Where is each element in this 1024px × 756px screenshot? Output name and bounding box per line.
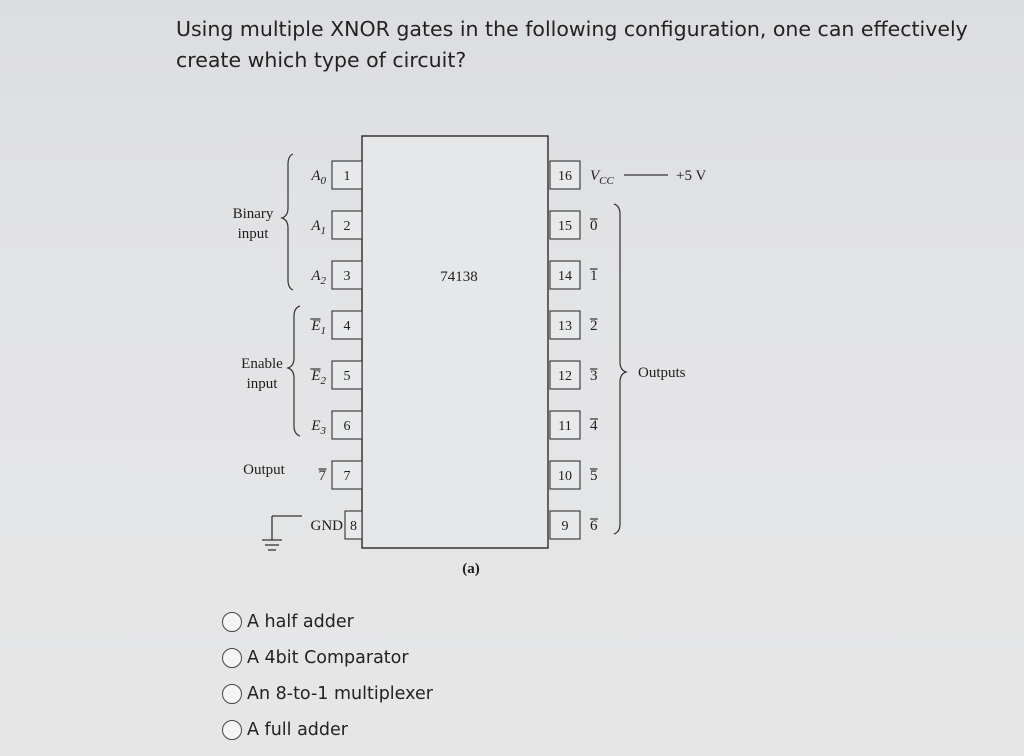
pin-label-13-name: 2 [590,318,598,334]
pin-number-3: 3 [344,269,351,284]
pin-box-12 [549,360,581,390]
radio-button[interactable] [222,648,242,668]
pin-number-2: 2 [344,219,351,234]
option-label: A 4bit Comparator [247,648,409,668]
pin-number-11: 11 [558,419,571,434]
output-label: Output [243,462,286,478]
pin-number-13: 13 [558,319,572,334]
pin-box-3 [331,260,363,290]
pin-label-16-name: VCC [590,168,615,187]
pin-box-10 [549,460,581,490]
enable-input-label-2: input [247,376,279,392]
chip-body [361,135,549,549]
outputs-label: Outputs [638,365,686,381]
pin-box-14 [549,260,581,290]
enable-input-brace [286,305,301,437]
pin-box-2 [331,210,363,240]
pin-box-5 [331,360,363,390]
pin-label-8-name: GND [311,518,344,534]
radio-button[interactable] [222,612,242,632]
binary-input-label: Binary [233,206,274,222]
option-label: A full adder [247,720,348,740]
pin-number-4: 4 [344,319,351,334]
pin-box-4 [331,310,363,340]
chip-label: 74138 [440,269,478,285]
pin-label-11-name: 4 [590,418,598,434]
pin-box-15 [549,210,581,240]
pin-label-1-name: A0 [310,168,326,187]
pin-label-5-name: E2 [310,368,326,387]
pin-label-6-name: E3 [310,418,326,437]
outputs-brace [613,203,628,535]
pin-number-5: 5 [344,369,351,384]
radio-button[interactable] [222,720,242,740]
pin-label-12-name: 3 [590,368,598,384]
binary-input-label-2: input [238,226,270,242]
pin-label-2-name: A1 [310,218,326,237]
pin-box-1 [331,160,363,190]
diagram-caption: (a) [462,561,480,577]
radio-button[interactable] [222,684,242,704]
pin-number-15: 15 [558,219,572,234]
pin-box-11 [549,410,581,440]
pin-label-10-name: 5 [590,468,598,484]
pin-number-9: 9 [562,519,569,534]
pin-label-14-name: 1 [590,268,598,284]
pin-label-9-name: 6 [590,518,598,534]
pin-number-10: 10 [558,469,572,484]
pin-label-15-name: 0 [590,218,598,234]
pin-box-9 [549,510,581,540]
pin-label-4-name: E1 [310,318,326,337]
option-4bit-comparator[interactable]: A 4bit Comparator [222,648,409,668]
binary-input-brace [280,153,294,291]
question-text: Using multiple XNOR gates in the followi… [176,17,968,72]
pin-label-7-name: 7 [319,468,327,484]
pin-number-16: 16 [558,169,572,184]
pin-box-7 [331,460,363,490]
pin-number-1: 1 [344,169,351,184]
pin-number-6: 6 [344,419,351,434]
option-full-adder[interactable]: A full adder [222,720,348,740]
pin-number-14: 14 [558,269,572,284]
pin-box-13 [549,310,581,340]
supply-label: +5 V [676,168,706,184]
option-half-adder[interactable]: A half adder [222,612,354,632]
enable-input-label: Enable [241,356,283,372]
option-label: An 8-to-1 multiplexer [247,684,433,704]
option-8-to-1-multiplexer[interactable]: An 8-to-1 multiplexer [222,684,433,704]
pin-number-12: 12 [558,369,572,384]
ground-symbol [262,515,302,551]
pin-number-8: 8 [350,519,357,534]
pin-number-7: 7 [344,469,351,484]
pin-box-6 [331,410,363,440]
pin-box-8 [344,510,363,540]
pin-label-3-name: A2 [310,268,326,287]
pin-box-16 [549,160,581,190]
option-label: A half adder [247,612,354,632]
